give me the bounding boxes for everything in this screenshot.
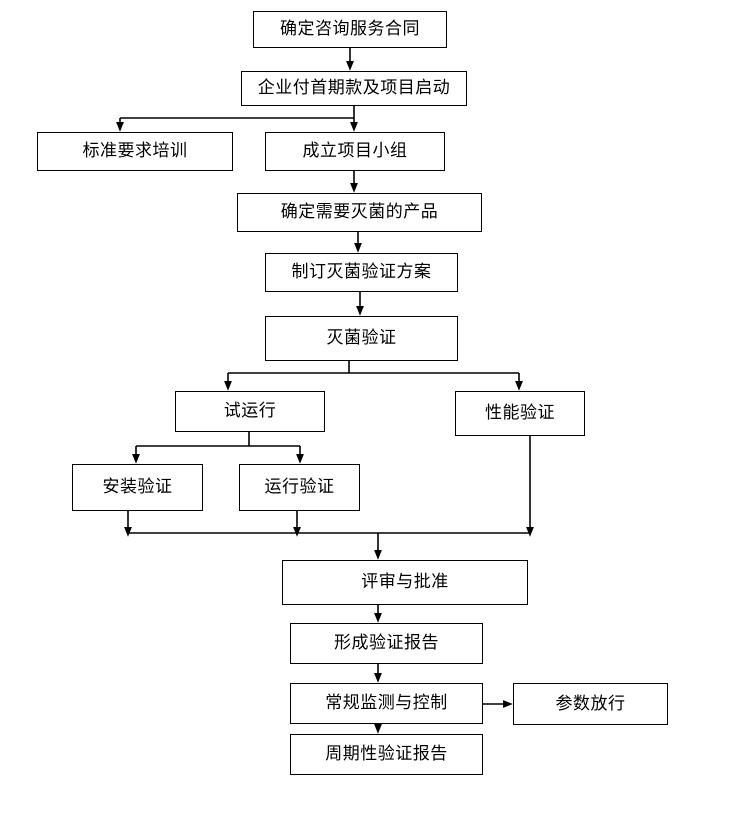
node-installation-qualification[interactable]: 安装验证 xyxy=(72,464,203,511)
node-contract[interactable]: 确定咨询服务合同 xyxy=(253,11,447,48)
node-routine-monitoring-label: 常规监测与控制 xyxy=(325,693,448,713)
node-sterilization-validation[interactable]: 灭菌验证 xyxy=(265,316,458,361)
node-validation-plan[interactable]: 制订灭菌验证方案 xyxy=(265,253,458,292)
node-validation-plan-label: 制订灭菌验证方案 xyxy=(291,262,432,282)
node-periodic-report[interactable]: 周期性验证报告 xyxy=(290,734,483,775)
node-operational-qualification-label: 运行验证 xyxy=(264,477,335,497)
node-validation-report-label: 形成验证报告 xyxy=(334,633,439,653)
node-installation-qualification-label: 安装验证 xyxy=(102,477,173,497)
node-periodic-report-label: 周期性验证报告 xyxy=(325,744,448,764)
node-parametric-release[interactable]: 参数放行 xyxy=(513,683,668,725)
node-review-approval-label: 评审与批准 xyxy=(361,572,449,592)
node-project-team[interactable]: 成立项目小组 xyxy=(265,132,445,171)
node-validation-report[interactable]: 形成验证报告 xyxy=(290,623,483,664)
node-review-approval[interactable]: 评审与批准 xyxy=(282,560,528,605)
node-parametric-release-label: 参数放行 xyxy=(555,693,626,714)
node-performance-qualification[interactable]: 性能验证 xyxy=(455,391,585,436)
node-identify-products[interactable]: 确定需要灭菌的产品 xyxy=(237,193,482,232)
node-operational-qualification[interactable]: 运行验证 xyxy=(239,464,360,511)
node-identify-products-label: 确定需要灭菌的产品 xyxy=(280,202,439,222)
node-standards-training-label: 标准要求培训 xyxy=(82,141,188,161)
node-trial-run-label: 试运行 xyxy=(223,401,277,421)
node-standards-training[interactable]: 标准要求培训 xyxy=(37,132,233,171)
node-payment-kickoff-label: 企业付首期款及项目启动 xyxy=(257,78,451,98)
node-routine-monitoring[interactable]: 常规监测与控制 xyxy=(290,683,483,724)
node-contract-label: 确定咨询服务合同 xyxy=(280,19,420,39)
node-project-team-label: 成立项目小组 xyxy=(302,141,408,161)
node-performance-qualification-label: 性能验证 xyxy=(485,403,555,423)
node-sterilization-validation-label: 灭菌验证 xyxy=(326,328,397,348)
node-payment-kickoff[interactable]: 企业付首期款及项目启动 xyxy=(241,71,467,106)
node-trial-run[interactable]: 试运行 xyxy=(175,391,325,432)
